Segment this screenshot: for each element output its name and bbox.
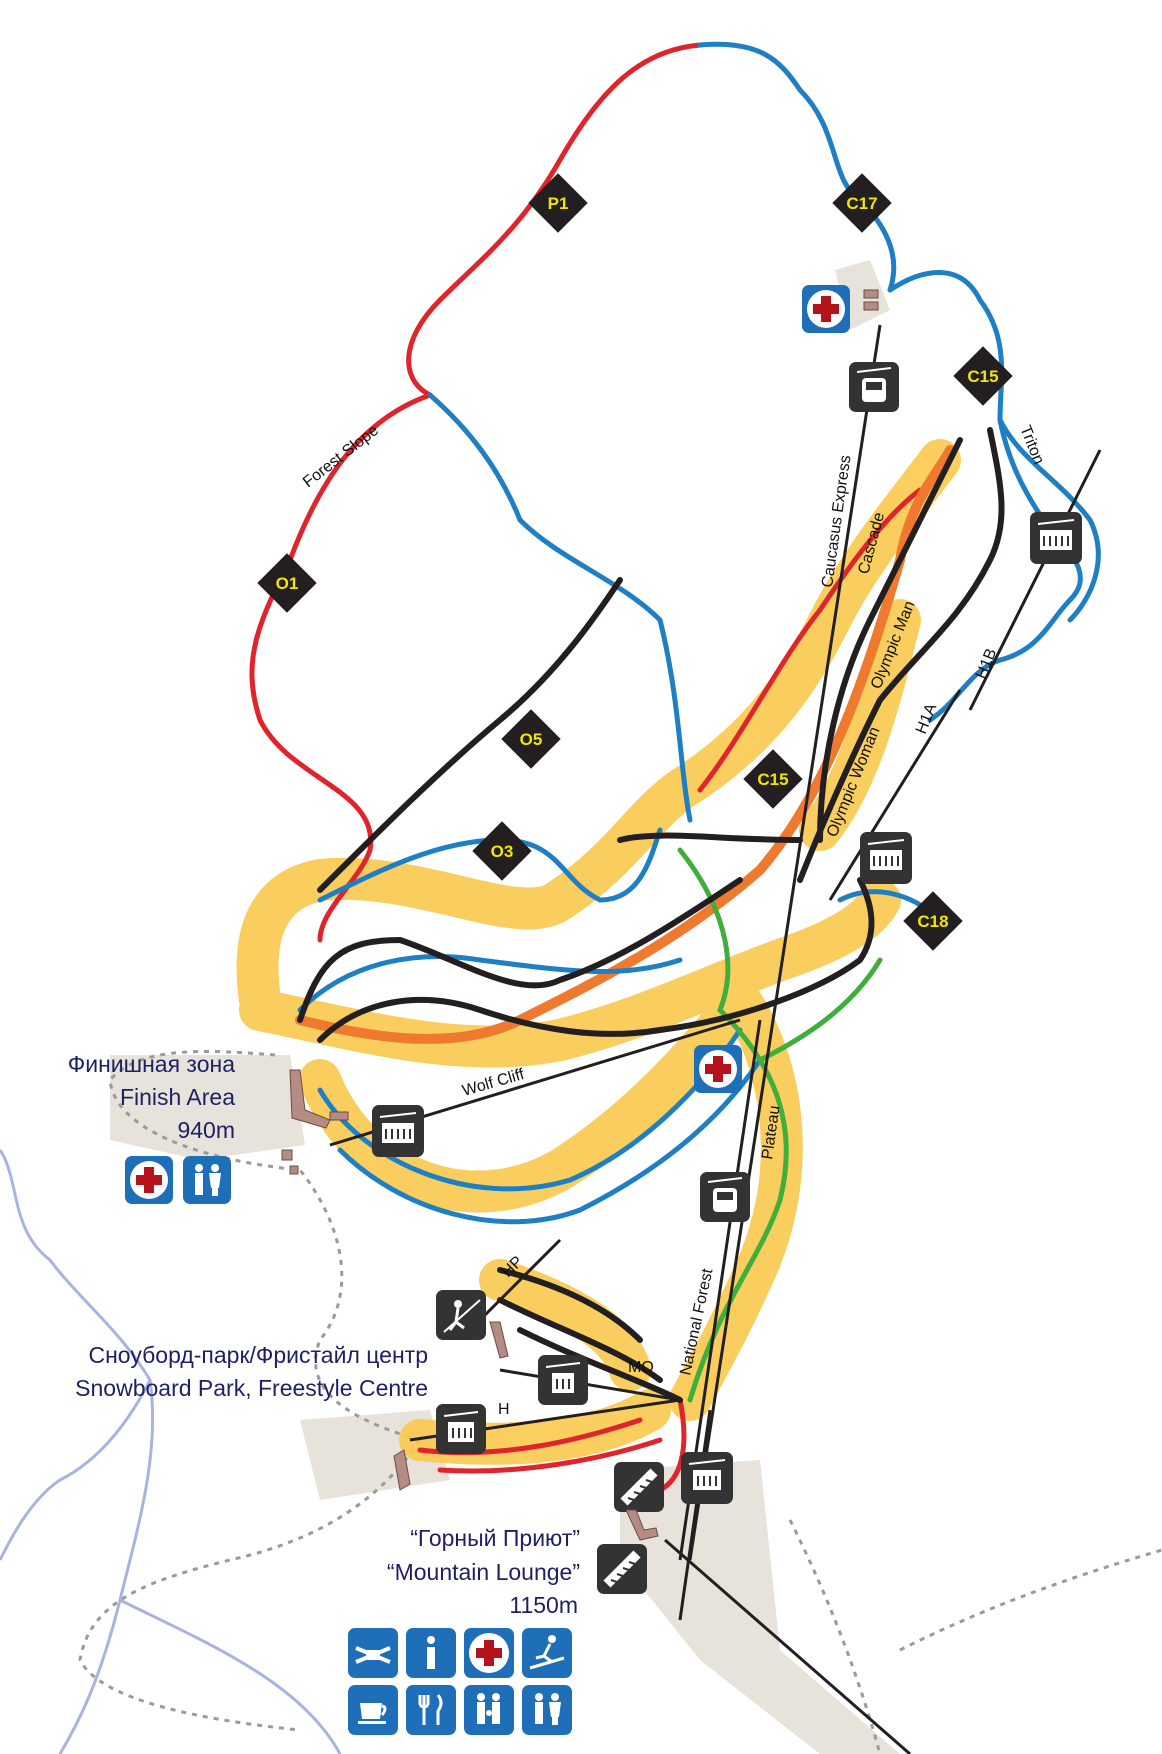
restroom-icon — [183, 1156, 231, 1204]
mountain-lounge-en-label: “Mountain Lounge” — [387, 1559, 580, 1585]
services-grid — [348, 1628, 572, 1735]
svg-text:O1: O1 — [276, 574, 299, 593]
restroom-icon — [522, 1685, 572, 1735]
black-run-olympic-man — [797, 427, 1005, 883]
blue-run-lower-2 — [337, 1057, 763, 1225]
cafe-icon — [348, 1685, 398, 1735]
rivers — [0, 1149, 342, 1754]
buildings — [281, 289, 879, 1541]
base-areas — [110, 260, 900, 1754]
black-runs — [297, 427, 1005, 1403]
trail-label-triton: Triton — [1016, 423, 1047, 467]
blue-run-mid — [427, 392, 693, 823]
red-run-cascade — [697, 487, 923, 793]
lift-bottom-diagonal — [664, 1538, 911, 1754]
roads — [78, 1049, 1162, 1754]
trail-label-h: H — [498, 1401, 510, 1418]
black-run-snowpark — [497, 1267, 683, 1403]
lift-caucasus-express — [688, 324, 882, 1561]
lift-h1b — [968, 449, 1102, 711]
svg-text:C15: C15 — [967, 367, 998, 386]
marker-p1: P1 — [528, 173, 588, 233]
black-run-loop — [317, 877, 875, 1043]
black-run-o5 — [317, 577, 623, 893]
chairlift-icon — [681, 1452, 733, 1504]
blue-run-c17 — [697, 41, 897, 293]
marker-o5: O5 — [501, 709, 561, 769]
chairlift-icon — [538, 1355, 588, 1405]
black-run-olympic-woman — [817, 437, 963, 843]
snowboard-park-ru-label: Сноуборд-парк/Фристайл центр — [89, 1342, 429, 1368]
mountain-lounge-ru-label: “Горный Приют” — [410, 1525, 580, 1551]
first-aid-icon — [125, 1156, 173, 1204]
blue-run-triton — [997, 417, 1101, 623]
ski-school-icon — [348, 1628, 398, 1678]
restaurant-icon — [406, 1685, 456, 1735]
gondola-icon — [700, 1172, 750, 1222]
mountain-lounge-elevation: 1150m — [509, 1592, 578, 1618]
blue-run-lower-3 — [297, 954, 683, 1013]
marker-c17: C17 — [832, 173, 892, 233]
svg-text:C17: C17 — [846, 194, 877, 213]
trail-label-h1a: H1A — [913, 701, 941, 737]
snowboard-park-en-label: Snowboard Park, Freestyle Centre — [75, 1375, 428, 1401]
skier-icon — [522, 1628, 572, 1678]
svg-text:C15: C15 — [757, 770, 788, 789]
trail-label-mo: MO — [628, 1359, 654, 1376]
red-run-olympic-orange — [295, 445, 955, 1044]
marker-c15-top: C15 — [953, 346, 1013, 406]
chairlift-icon — [436, 1404, 486, 1454]
conveyor-icon — [614, 1462, 664, 1512]
first-aid-icons — [125, 285, 850, 1204]
red-runs — [249, 42, 955, 1493]
black-run-lower — [297, 877, 743, 1023]
marker-o1: O1 — [257, 553, 317, 613]
first-aid-icon — [464, 1628, 514, 1678]
first-aid-icon — [694, 1045, 742, 1093]
blue-runs — [297, 41, 1101, 1225]
chairlift-icon — [1030, 512, 1082, 564]
svg-text:C18: C18 — [917, 912, 948, 931]
red-run-p1 — [406, 42, 703, 398]
lift-station-icons — [372, 362, 1082, 1594]
finish-area-ru-label: Финишная зона — [68, 1051, 235, 1077]
finish-area-en-label: Finish Area — [120, 1084, 235, 1110]
lift-lower-right — [678, 1409, 712, 1621]
black-run-upper-mid — [617, 832, 803, 843]
chairlift-icon — [860, 832, 912, 884]
trail-label-forest-slope: Forest Slope — [300, 422, 382, 491]
gondola-icon — [849, 362, 899, 412]
family-icon — [464, 1685, 514, 1735]
info-icon — [406, 1628, 456, 1678]
area-labels: Финишная зона Finish Area 940m Сноуборд-… — [68, 1051, 580, 1618]
svg-text:O3: O3 — [491, 842, 514, 861]
conveyor-icon — [597, 1544, 647, 1594]
green-run-plateau — [677, 847, 789, 1403]
green-runs — [677, 847, 883, 1403]
svg-text:P1: P1 — [548, 194, 569, 213]
green-run-2 — [757, 957, 883, 1063]
lift-mo — [499, 1368, 681, 1402]
blue-run-o3 — [317, 827, 663, 903]
surface-lift-icon — [436, 1290, 486, 1340]
red-run-forest-slope — [249, 392, 433, 943]
finish-area-elevation: 940m — [177, 1117, 235, 1143]
marker-o3: O3 — [472, 821, 532, 881]
svg-text:O5: O5 — [520, 730, 543, 749]
first-aid-icon — [802, 285, 850, 333]
chairlift-icon — [372, 1105, 424, 1157]
lift-h1a — [828, 689, 962, 901]
